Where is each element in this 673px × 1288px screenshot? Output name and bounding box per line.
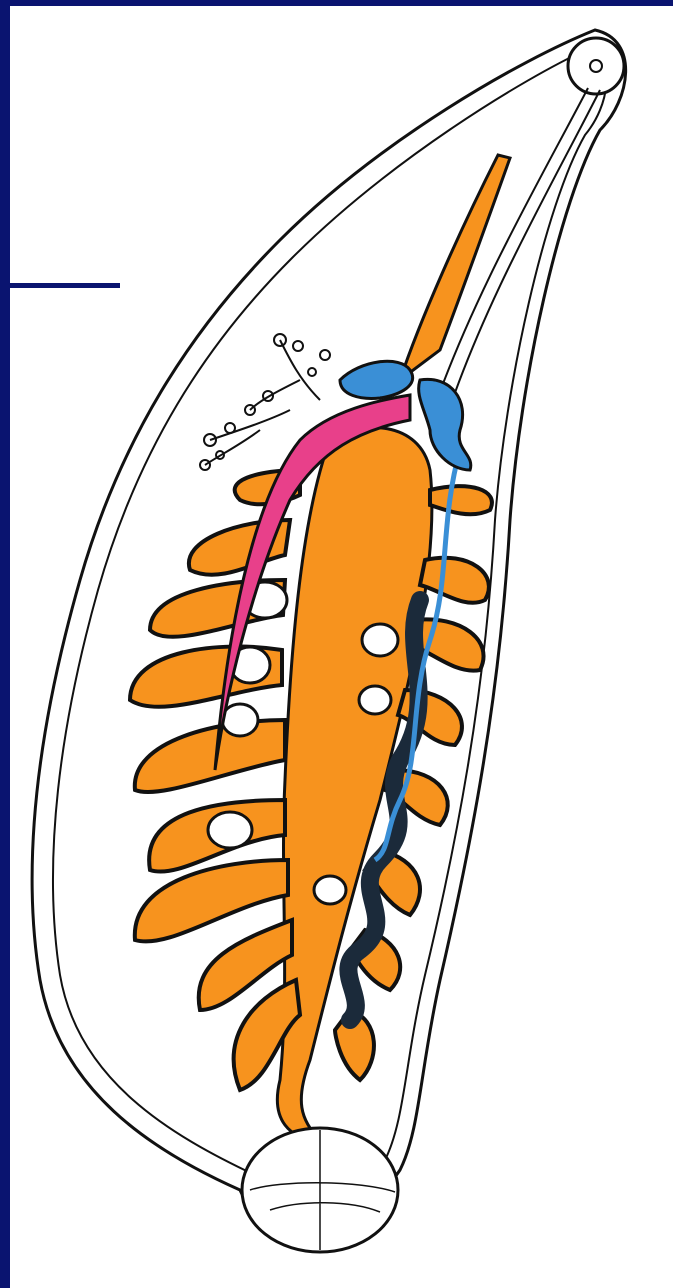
oral-sucker-circle bbox=[568, 38, 624, 94]
